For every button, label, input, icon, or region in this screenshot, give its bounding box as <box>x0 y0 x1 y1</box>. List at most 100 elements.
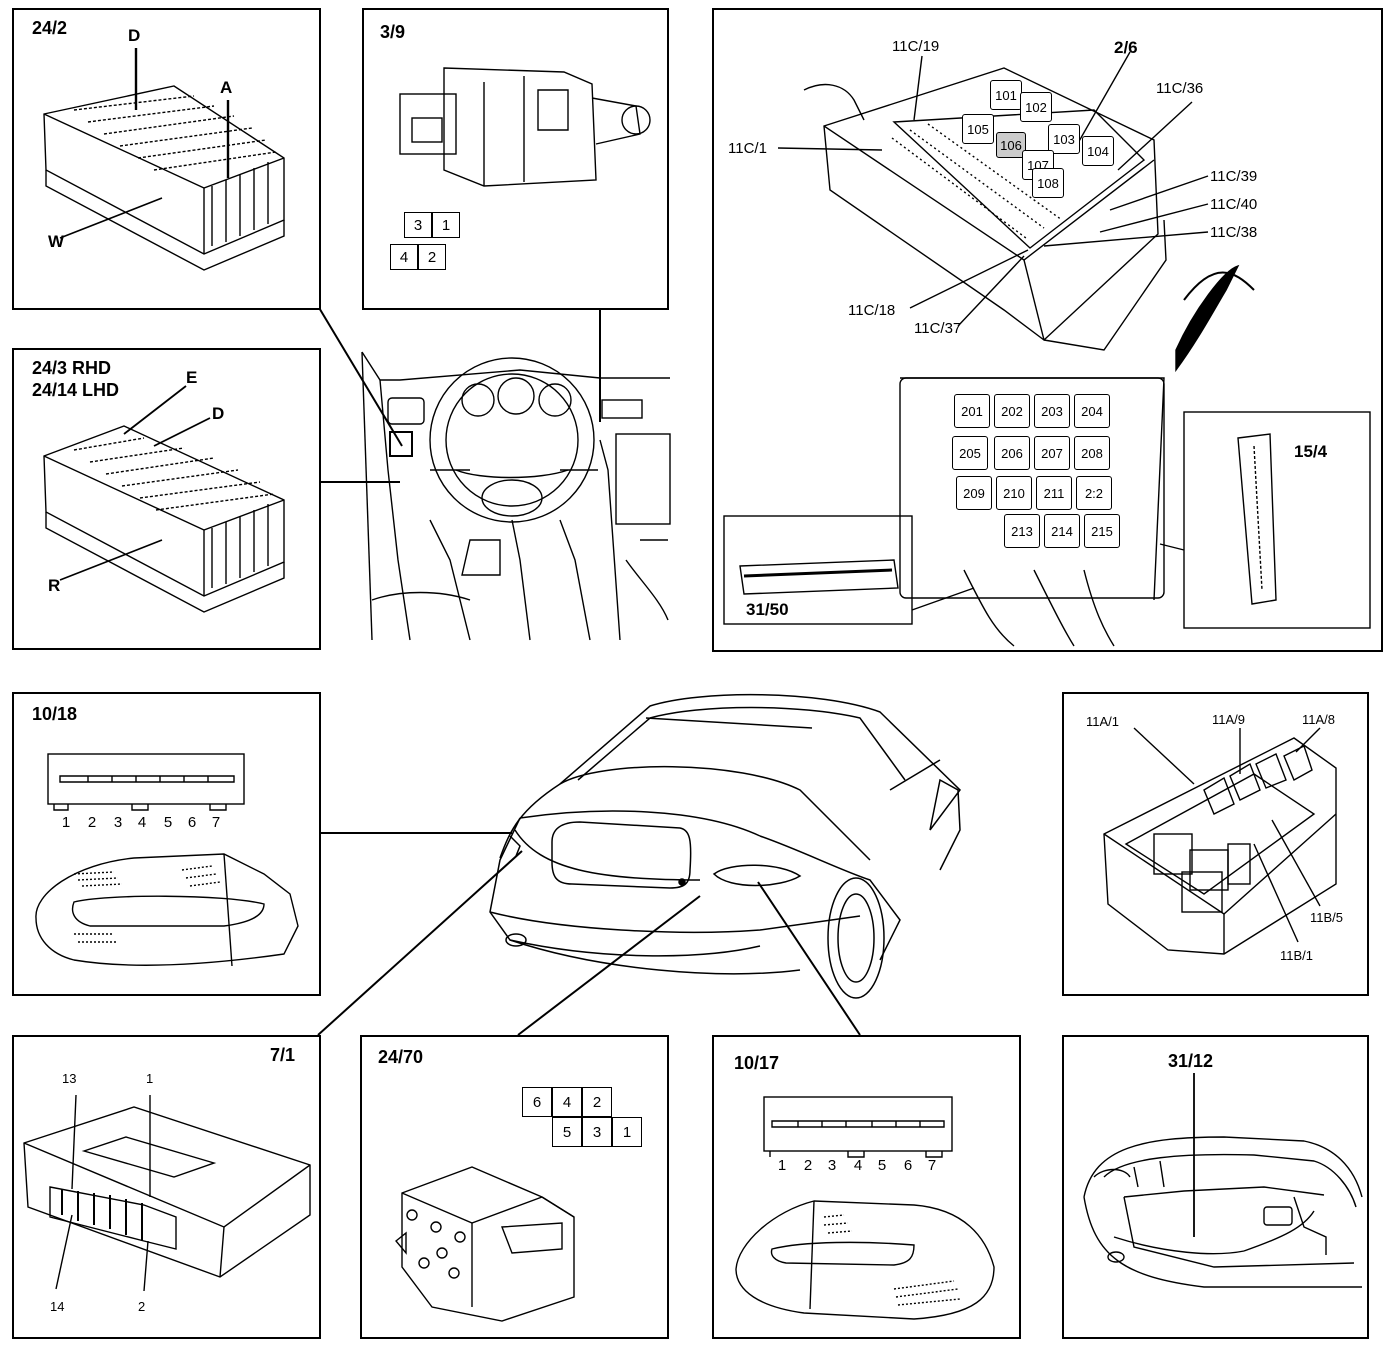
label-a: A <box>220 78 233 97</box>
relay-207: 207 <box>1034 436 1070 470</box>
sub-label-31-50: 31/50 <box>746 600 789 619</box>
callout-11c-19: 11C/19 <box>892 38 940 55</box>
panel-title-line2: 24/14 LHD <box>32 380 120 400</box>
panel-title: 24/2 <box>32 18 68 38</box>
relay-208: 208 <box>1074 436 1110 470</box>
panel-title: 10/18 <box>32 704 78 724</box>
pin-6: 6 <box>903 1157 913 1174</box>
pin-2: 2 <box>87 814 97 831</box>
pin-3: 3 <box>582 1117 612 1147</box>
callout-11a-8: 11A/8 <box>1302 712 1336 727</box>
callout-11c-36: 11C/36 <box>1156 80 1204 97</box>
relay-101: 101 <box>990 80 1022 110</box>
relay-206: 206 <box>994 436 1030 470</box>
relay-108: 108 <box>1032 168 1064 198</box>
car-rear-illustration <box>489 693 961 999</box>
tail-lamp-drawing <box>35 753 299 967</box>
relay-205: 205 <box>952 436 988 470</box>
tail-lamp-drawing <box>735 1096 995 1320</box>
panel-title: 2/6 <box>1114 38 1138 57</box>
pin-3: 3 <box>113 814 123 831</box>
leader-10-17 <box>757 881 861 1036</box>
fuse-connector-block-drawing <box>43 48 285 271</box>
relay-103: 103 <box>1048 124 1080 154</box>
panel-title: 3/9 <box>380 22 406 42</box>
panel-title-line1: 24/3 RHD <box>32 358 112 378</box>
leader-24-70 <box>517 895 701 1036</box>
fuse-connector-block-drawing <box>43 385 285 613</box>
label-d: D <box>212 404 225 423</box>
relay-211: 211 <box>1036 476 1072 510</box>
panel-title: 24/70 <box>378 1047 424 1067</box>
connector-drawing <box>395 1166 575 1322</box>
pin-6: 6 <box>522 1087 552 1117</box>
callout-11a-9: 11A/9 <box>1212 712 1246 727</box>
label-e: E <box>186 368 198 387</box>
panel-11a-relay-box: 11A/1 11A/9 11A/8 11B/5 11B/1 <box>1062 692 1369 996</box>
pin-14: 14 <box>50 1299 65 1314</box>
relay-105: 105 <box>962 114 994 144</box>
pin-1: 1 <box>146 1071 154 1086</box>
pin-1: 1 <box>777 1157 787 1174</box>
panel-10-18: 10/18 1 2 3 4 5 6 7 <box>12 692 321 996</box>
pin-6: 6 <box>187 814 197 831</box>
relay-214: 214 <box>1044 514 1080 548</box>
callout-11c-38: 11C/38 <box>1210 224 1258 241</box>
label-r: R <box>48 576 61 595</box>
pin-4: 4 <box>390 244 418 270</box>
relay-204: 204 <box>1074 394 1110 428</box>
panel-2-6: 2/6 11C/19 11C/36 11C/1 11C/39 11C/40 11… <box>712 8 1383 652</box>
panel-31-12: 31/12 <box>1062 1035 1369 1339</box>
pin-7: 7 <box>927 1157 937 1174</box>
panel-title: 7/1 <box>270 1045 296 1065</box>
callout-11c-18: 11C/18 <box>848 302 896 319</box>
label-d: D <box>128 26 141 45</box>
pin-2: 2 <box>418 244 446 270</box>
pin-5: 5 <box>552 1117 582 1147</box>
switch-drawing <box>399 67 651 187</box>
pin-1: 1 <box>432 212 460 238</box>
panel-7-1: 7/1 13 1 14 2 <box>12 1035 321 1339</box>
relay-201: 201 <box>954 394 990 428</box>
pin-1: 1 <box>612 1117 642 1147</box>
relay-203: 203 <box>1034 394 1070 428</box>
callout-11a-1: 11A/1 <box>1086 714 1120 729</box>
relay-106: 106 <box>996 132 1026 158</box>
pin-5: 5 <box>163 814 173 831</box>
pin-13: 13 <box>62 1071 77 1086</box>
leader-24-2 <box>317 305 403 447</box>
relay-210: 210 <box>996 476 1032 510</box>
pin-4: 4 <box>137 814 147 831</box>
panel-10-17: 10/17 1 2 3 4 5 6 7 <box>712 1035 1021 1339</box>
relay-202: 202 <box>994 394 1030 428</box>
callout-11b-1: 11B/1 <box>1280 948 1314 963</box>
pin-2: 2 <box>582 1087 612 1117</box>
callout-11c-40: 11C/40 <box>1210 196 1258 213</box>
dashboard-illustration <box>361 351 671 641</box>
panel-title: 10/17 <box>734 1053 780 1073</box>
callout-11c-37: 11C/37 <box>914 320 962 337</box>
callout-11b-5: 11B/5 <box>1310 910 1344 925</box>
pin-1: 1 <box>61 814 71 831</box>
trunk-illustration <box>1083 1073 1363 1288</box>
panel-24-3: 24/3 RHD 24/14 LHD E D R <box>12 348 321 650</box>
callout-11c-1: 11C/1 <box>728 140 767 157</box>
pin-2: 2 <box>138 1299 146 1314</box>
pin-row: 1 2 3 4 5 6 7 <box>54 814 254 834</box>
pin-3: 3 <box>404 212 432 238</box>
panel-3-9: 3/9 3 1 4 2 <box>362 8 669 310</box>
relay-213: 213 <box>1004 514 1040 548</box>
pin-2: 2 <box>803 1157 813 1174</box>
pin-row: 1 2 3 4 5 6 7 <box>772 1157 972 1177</box>
pin-7: 7 <box>211 814 221 831</box>
relay-209: 209 <box>956 476 992 510</box>
panel-24-2: 24/2 D A W <box>12 8 321 310</box>
relay-212: 2:2 <box>1076 476 1112 510</box>
pin-5: 5 <box>877 1157 887 1174</box>
leader-7-1 <box>317 850 523 1036</box>
pin-3: 3 <box>827 1157 837 1174</box>
relay-104: 104 <box>1082 136 1114 166</box>
panel-title: 31/12 <box>1168 1051 1214 1071</box>
control-module-drawing <box>23 1094 311 1292</box>
